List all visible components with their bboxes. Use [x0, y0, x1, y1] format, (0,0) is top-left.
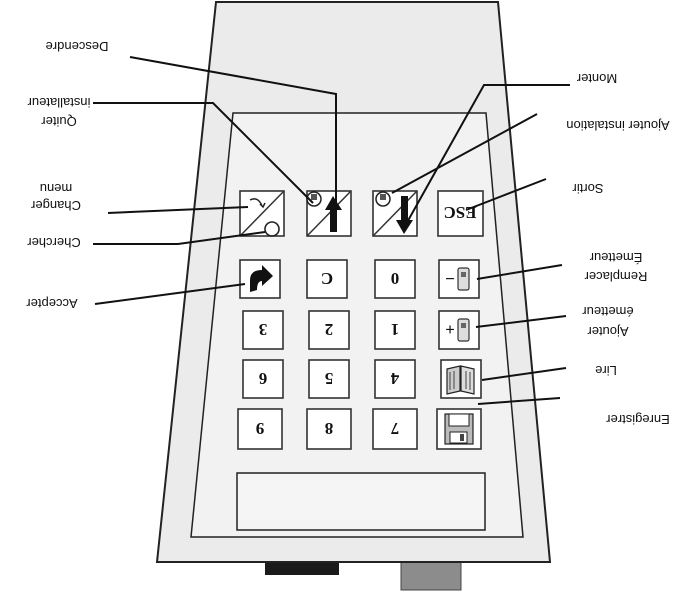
- label-descendre: Descendre: [46, 39, 109, 54]
- callout-labels: Descendre Quiter installateur Changer me…: [26, 39, 670, 427]
- label-enregistrer: Enregistrer: [606, 412, 670, 427]
- minus-sign: −: [445, 269, 455, 288]
- label-quitter-line2: installateur: [27, 95, 91, 110]
- search-change-menu-key[interactable]: [239, 190, 285, 237]
- key-c[interactable]: C: [306, 259, 348, 299]
- read-key[interactable]: [440, 359, 482, 399]
- replace-emitter-key[interactable]: −: [438, 259, 480, 299]
- key-3-label: 3: [259, 320, 268, 339]
- accept-arrow-icon: [250, 265, 273, 292]
- key-1-label: 1: [391, 320, 400, 339]
- floppy-disk-icon: [444, 413, 474, 445]
- key-6-label: 6: [259, 369, 268, 388]
- label-changer-line1: Changer: [30, 198, 81, 213]
- emitter-icon: [457, 318, 470, 342]
- device-foot-right: [400, 559, 462, 591]
- key-0-label: 0: [391, 269, 400, 288]
- key-5-label: 5: [325, 369, 334, 388]
- key-2[interactable]: 2: [308, 310, 350, 350]
- plus-sign: +: [445, 320, 455, 339]
- label-accepter: Accepter: [26, 296, 78, 311]
- key-3[interactable]: 3: [242, 310, 284, 350]
- label-ajouter-emetteur-line1: Ajouter: [587, 324, 629, 339]
- label-chercher: Chercher: [27, 235, 81, 250]
- display-window: [236, 472, 486, 531]
- leader-lines: [93, 56, 570, 405]
- accept-key[interactable]: [239, 259, 281, 299]
- arrow-down-icon: [401, 196, 408, 222]
- label-quitter-line1: Quiter: [41, 114, 77, 129]
- key-8[interactable]: 8: [306, 408, 352, 450]
- key-4[interactable]: 4: [374, 359, 416, 399]
- key-7[interactable]: 7: [372, 408, 418, 450]
- exit-installer-down-key[interactable]: [306, 190, 352, 237]
- esc-key-label: ESC: [443, 203, 476, 222]
- key-9[interactable]: 9: [237, 408, 283, 450]
- installer-face-icon: [306, 191, 322, 207]
- key-1[interactable]: 1: [374, 310, 416, 350]
- refresh-arrows-icon: [249, 198, 266, 209]
- key-5[interactable]: 5: [308, 359, 350, 399]
- label-lire: Lire: [595, 363, 617, 378]
- installer-add-icon: [375, 191, 391, 207]
- label-monter: Monter: [576, 71, 617, 86]
- label-remplacer-line1: Remplacer: [584, 269, 648, 284]
- magnifier-icon: [264, 221, 280, 237]
- label-ajouter-installation: Ajouter instalation: [566, 118, 669, 133]
- key-2-label: 2: [325, 320, 334, 339]
- emitter-icon: [457, 267, 470, 291]
- key-6[interactable]: 6: [242, 359, 284, 399]
- key-4-label: 4: [390, 369, 399, 388]
- label-sortir: Sortir: [572, 181, 604, 196]
- add-installation-up-key[interactable]: [372, 190, 418, 237]
- esc-key[interactable]: ESC: [437, 190, 484, 237]
- key-0[interactable]: 0: [374, 259, 416, 299]
- book-icon: [446, 365, 475, 395]
- key-9-label: 9: [256, 419, 265, 438]
- key-c-label: C: [321, 269, 333, 288]
- arrow-up-icon: [330, 204, 337, 232]
- key-8-label: 8: [325, 419, 334, 438]
- label-ajouter-emetteur-line2: émetteur: [582, 304, 634, 319]
- device-foot-left: [265, 560, 339, 575]
- key-7-label: 7: [390, 419, 399, 438]
- label-changer-line2: menu: [40, 181, 73, 196]
- label-remplacer-line2: Émetteur: [589, 250, 642, 265]
- add-emitter-key[interactable]: +: [438, 310, 480, 350]
- save-key[interactable]: [436, 408, 482, 450]
